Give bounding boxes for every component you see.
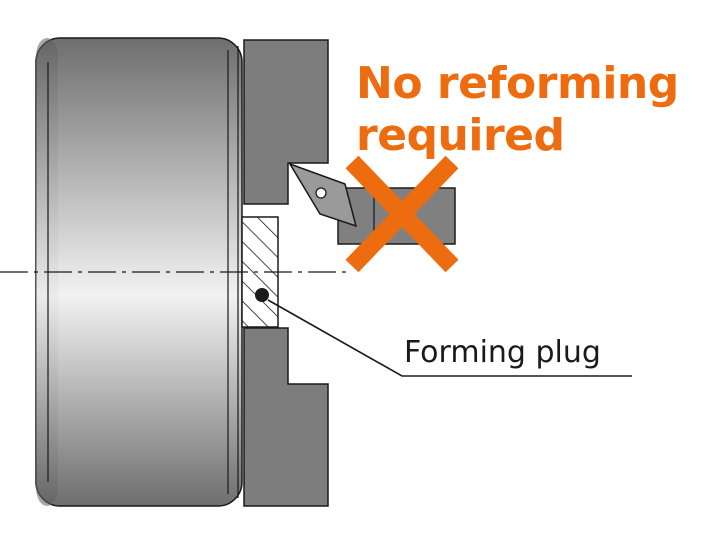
callout-leader (267, 299, 632, 377)
forming-plug-marker (255, 288, 269, 302)
headline-line-1: No reforming (356, 58, 679, 109)
headline: No reforming required (356, 58, 679, 162)
lower-jaw (243, 327, 329, 507)
cross-icon (345, 155, 459, 273)
upper-jaw (243, 39, 329, 205)
forming-plug-label: Forming plug (404, 335, 601, 370)
headline-line-2: required (356, 110, 565, 161)
